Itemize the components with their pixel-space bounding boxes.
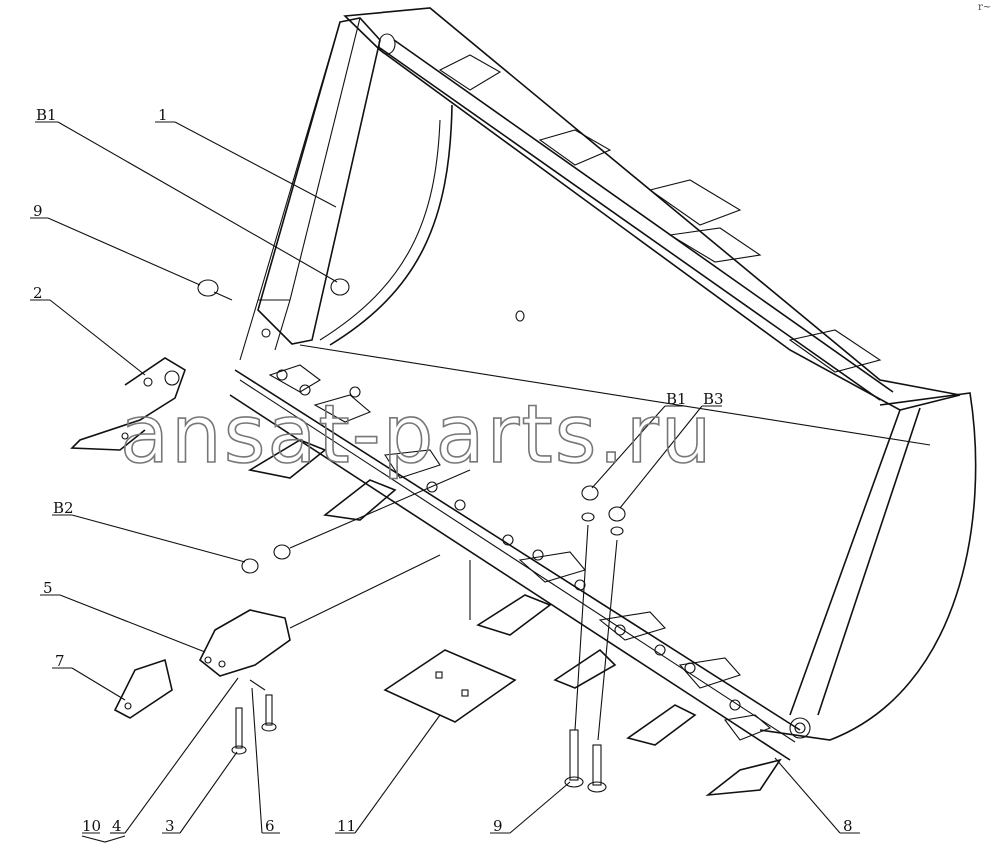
- callout-1: 1: [158, 106, 168, 124]
- callout-6: 6: [265, 817, 275, 835]
- corner-mark: r~: [978, 2, 991, 13]
- callout-B2: B2: [53, 499, 74, 517]
- callout-3: 3: [165, 817, 175, 835]
- callout-9-lower: 9: [493, 817, 503, 835]
- bucket-body: [229, 7, 977, 761]
- callout-5: 5: [43, 579, 53, 597]
- loose-parts: [113, 278, 626, 793]
- callout-labels: B1 1 9 2 B2 5 7 10 4 3 6 11 9 8 B1 B3: [33, 106, 853, 835]
- callout-7: 7: [55, 652, 65, 670]
- callout-10: 10: [82, 817, 101, 835]
- callout-11: 11: [337, 817, 356, 835]
- leader-lines: [30, 121, 860, 843]
- watermark: ansat-parts.ru: [120, 388, 713, 481]
- callout-2: 2: [33, 284, 43, 302]
- callout-B3: B3: [703, 390, 724, 408]
- teeth-row: [70, 357, 782, 797]
- callout-4: 4: [112, 817, 122, 835]
- callout-B1-right: B1: [666, 390, 687, 408]
- callout-9-upper: 9: [33, 202, 43, 220]
- callout-B1: B1: [36, 106, 57, 124]
- callout-8: 8: [843, 817, 853, 835]
